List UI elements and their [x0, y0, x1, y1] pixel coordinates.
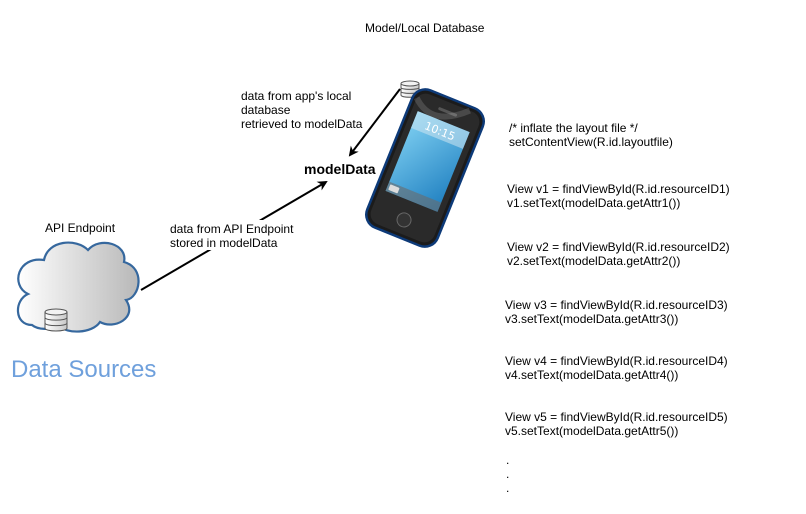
code-line: .: [506, 481, 510, 495]
code-block-v2: View v2 = findViewById(R.id.resourceID2)…: [507, 240, 730, 268]
code-line: View v2 = findViewById(R.id.resourceID2): [507, 240, 730, 254]
code-block-v3: View v3 = findViewById(R.id.resourceID3)…: [505, 298, 728, 326]
code-line: View v4 = findViewById(R.id.resourceID4): [505, 354, 728, 368]
code-line: v3.setText(modelData.getAttr3()): [505, 312, 679, 326]
code-line: View v3 = findViewById(R.id.resourceID3): [505, 298, 728, 312]
database-icon: [44, 308, 68, 332]
code-line: v5.setText(modelData.getAttr5()): [505, 424, 679, 438]
code-line: View v1 = findViewById(R.id.resourceID1): [507, 182, 730, 196]
code-block-v1: View v1 = findViewById(R.id.resourceID1)…: [507, 182, 730, 210]
note-line: stored in modelData: [170, 236, 278, 250]
model-database-title: Model/Local Database: [365, 21, 485, 35]
cloud-icon: [16, 241, 140, 333]
note-line: retrieved to modelData: [241, 117, 363, 131]
code-line: View v5 = findViewById(R.id.resourceID5): [505, 410, 728, 424]
localdb-to-modeldata-arrow: [348, 88, 401, 157]
model-data-label: modelData: [304, 161, 376, 177]
code-line: setContentView(R.id.layoutfile): [509, 135, 673, 149]
code-block-v5: View v5 = findViewById(R.id.resourceID5)…: [505, 410, 728, 438]
api-endpoint-note: data from API Endpoint stored in modelDa…: [170, 222, 293, 250]
code-line: /* inflate the layout file */: [509, 121, 638, 135]
code-line: .: [506, 453, 510, 467]
note-line: data from app's local: [241, 89, 352, 103]
code-block-ellipsis: . . .: [506, 453, 509, 495]
api-endpoint-label: API Endpoint: [45, 221, 116, 235]
smartphone-icon: 10:15: [365, 88, 485, 248]
local-database-note: data from app's local database retrieved…: [241, 89, 362, 131]
note-line: database: [241, 103, 291, 117]
code-block-v4: View v4 = findViewById(R.id.resourceID4)…: [505, 354, 728, 382]
data-sources-heading: Data Sources: [11, 356, 157, 383]
code-line: v2.setText(modelData.getAttr2()): [507, 254, 681, 268]
code-line: v4.setText(modelData.getAttr4()): [505, 368, 679, 382]
note-line: data from API Endpoint: [170, 222, 294, 236]
code-line: v1.setText(modelData.getAttr1()): [507, 196, 681, 210]
code-line: .: [506, 467, 510, 481]
code-block-inflate: /* inflate the layout file */ setContent…: [509, 121, 673, 149]
